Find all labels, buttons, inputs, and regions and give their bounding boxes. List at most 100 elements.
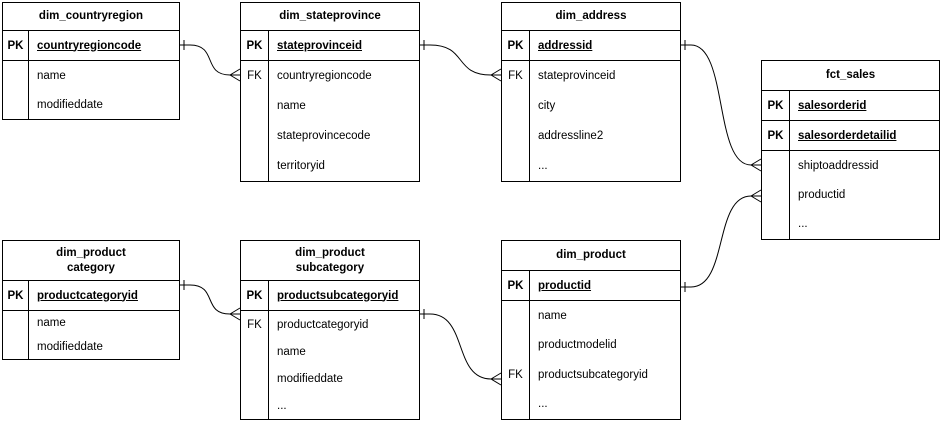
entity-title: dim_product category [3, 241, 179, 281]
attribute-name: city [538, 100, 556, 112]
attribute-name: name [277, 100, 306, 112]
attribute-name: ... [277, 399, 287, 412]
attribute-column: countryregioncode name stateprovincecode te… [269, 61, 419, 181]
attribute-name: modifieddate [37, 341, 103, 353]
key-column [3, 311, 29, 359]
key-badge: FK [508, 368, 523, 381]
attribute-name: name [277, 345, 306, 358]
attribute-name: productcategoryid [37, 289, 138, 302]
key-badge [762, 151, 789, 180]
key-badge [3, 311, 28, 335]
key-badge [502, 390, 529, 420]
attribute-name: territoryid [277, 160, 325, 172]
key-column: FK [502, 61, 530, 181]
relationship-address-to-sales [681, 40, 762, 172]
key-badge [241, 91, 268, 121]
attribute-name: ... [798, 218, 808, 231]
entity-title: dim_product [502, 241, 680, 271]
key-badge: PK [502, 31, 530, 60]
attribute-name: addressid [538, 39, 593, 52]
attribute-column: productcategoryid name modifieddate... [269, 311, 419, 419]
key-badge [241, 392, 268, 419]
key-badge [502, 331, 529, 361]
key-column [3, 61, 29, 119]
key-badge: PK [3, 31, 29, 60]
key-badge: PK [3, 281, 29, 310]
key-badge [762, 210, 789, 239]
attribute-column: name modifieddate [29, 61, 179, 119]
key-badge [502, 121, 529, 151]
attribute-name: productmodelid [538, 339, 617, 352]
key-badge [241, 338, 268, 365]
attribute-name: stateprovinceid [277, 39, 362, 52]
attribute-name: productid [538, 279, 592, 292]
attribute-name: countryregioncode [37, 39, 142, 52]
key-badge: PK [241, 31, 269, 60]
entity-title: dim_stateprovince [241, 3, 419, 31]
key-row[interactable]: PK salesorderdetailid [762, 121, 939, 151]
attribute-name: stateprovincecode [277, 130, 371, 142]
key-badge [3, 61, 28, 90]
key-row[interactable]: PK productsubcategoryid [241, 281, 419, 311]
attribute-name: name [538, 309, 567, 322]
key-badge [3, 90, 28, 119]
attribute-name: name [37, 69, 66, 82]
key-column: FK [241, 61, 269, 181]
attribute-section: FK countryregioncode name stateprovincecode… [241, 61, 419, 181]
relationship-product-to-sales [681, 189, 762, 292]
key-badge: FK [508, 70, 523, 82]
attribute-name: ... [538, 160, 548, 172]
attribute-name: productsubcategoryid [277, 289, 399, 302]
key-badge: PK [762, 121, 790, 150]
attribute-section: name modifieddate [3, 61, 179, 119]
attribute-name: countryregioncode [277, 70, 372, 82]
attribute-name: productcategoryid [277, 318, 369, 331]
attribute-name: name [37, 317, 66, 329]
attribute-name: productid [798, 188, 846, 201]
attribute-name: productsubcategoryid [538, 368, 648, 381]
attribute-name: modifieddate [37, 98, 103, 111]
key-badge: PK [241, 281, 269, 310]
entity-title: dim_countryregion [3, 3, 179, 31]
key-badge: PK [762, 91, 790, 120]
attribute-section: name modifieddate [3, 311, 179, 359]
attribute-section: FK name productmodelid productsubcategoryid… [502, 301, 680, 419]
attribute-name: addressline2 [538, 130, 604, 142]
attribute-column: name modifieddate [29, 311, 179, 359]
key-badge [241, 121, 268, 151]
key-row[interactable]: PK countryregioncode [3, 31, 179, 61]
relationship-stateprovince-to-address [420, 40, 502, 82]
key-badge [502, 151, 529, 181]
key-row[interactable]: PK stateprovinceid [241, 31, 419, 61]
attribute-name: salesorderdetailid [798, 129, 897, 142]
attribute-name: salesorderid [798, 99, 867, 112]
key-badge [241, 365, 268, 392]
entity-title: dim_address [502, 3, 680, 31]
key-badge [241, 151, 268, 181]
key-row[interactable]: PK salesorderid [762, 91, 939, 121]
attribute-name: modifieddate [277, 372, 343, 385]
key-badge [502, 301, 529, 331]
key-row[interactable]: PK productcategoryid [3, 281, 179, 311]
key-column: FK [241, 311, 269, 419]
key-row[interactable]: PK addressid [502, 31, 680, 61]
key-badge [762, 180, 789, 209]
key-badge [3, 335, 28, 359]
key-badge [502, 91, 529, 121]
relationship-countryregion-to-stateprovince [180, 40, 241, 82]
key-column: FK [502, 301, 530, 419]
relationship-subcategory-to-product [420, 309, 502, 386]
